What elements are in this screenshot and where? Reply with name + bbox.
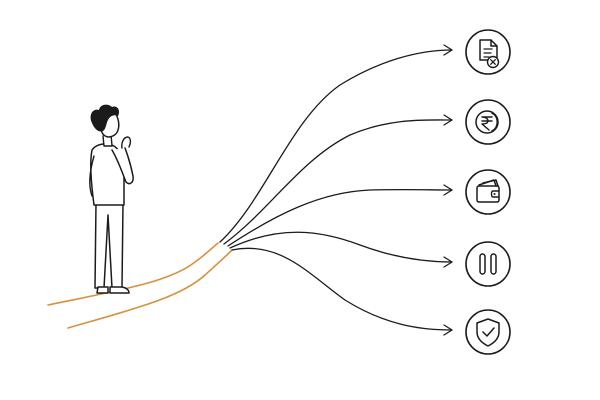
road <box>47 242 233 329</box>
option-circle <box>465 241 511 287</box>
arrowhead-3 <box>443 184 453 196</box>
person-shoe-right <box>109 286 130 294</box>
person-ear <box>101 123 105 130</box>
person-arm-left <box>89 155 95 197</box>
rupee-coin-icon <box>475 110 499 134</box>
branch-arrow-4 <box>229 231 453 263</box>
person-legs <box>94 202 124 289</box>
pause-icon <box>479 253 497 275</box>
road-edge-upper <box>47 242 219 306</box>
arrowhead-2 <box>443 114 453 126</box>
road-edge-lower <box>67 249 233 329</box>
option-document-cancel <box>465 29 511 75</box>
arrowhead-1 <box>443 44 453 56</box>
branch-arrow-5 <box>231 247 453 331</box>
person-shoe-left <box>96 286 109 294</box>
person-hand <box>121 136 132 149</box>
option-circle <box>465 29 511 75</box>
branch-arrows <box>219 44 453 336</box>
wallet-icon <box>476 179 500 203</box>
document-cancel-icon <box>479 39 500 69</box>
person-arm <box>111 147 134 185</box>
option-rupee <box>465 99 511 145</box>
person-hair <box>90 104 120 132</box>
option-wallet <box>465 169 511 215</box>
shield-check-icon <box>476 318 500 347</box>
thinking-person <box>89 104 134 294</box>
branch-arrow-1 <box>219 49 453 243</box>
option-circle <box>465 309 511 355</box>
branch-arrow-3 <box>227 188 453 247</box>
option-circle <box>465 169 511 215</box>
option-shield <box>465 309 511 355</box>
arrowhead-4 <box>443 256 453 268</box>
branch-arrow-2 <box>223 119 453 245</box>
option-pause <box>465 241 511 287</box>
option-circle <box>465 99 511 145</box>
arrowhead-5 <box>443 324 453 336</box>
